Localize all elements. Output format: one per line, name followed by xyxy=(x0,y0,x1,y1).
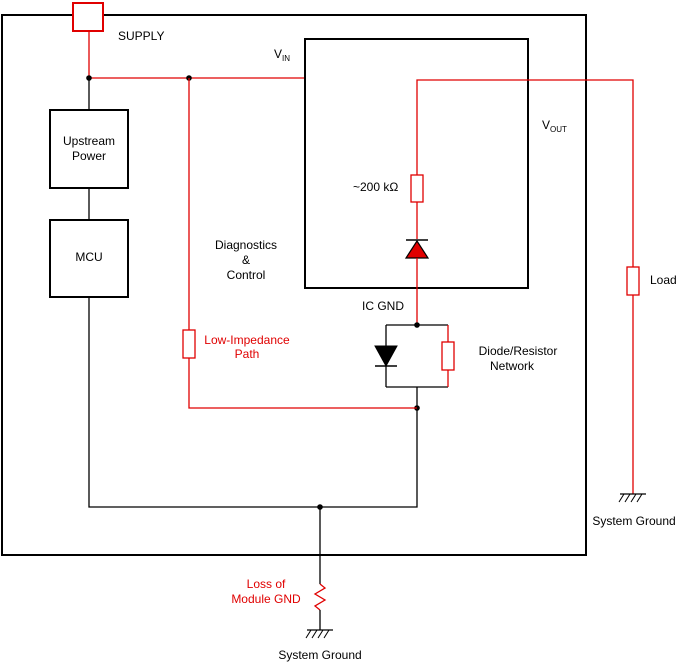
resistor-200k-label: ~200 kΩ xyxy=(353,180,398,194)
ic-gnd-label: IC GND xyxy=(362,299,404,313)
load-resistor xyxy=(626,266,640,296)
module-border xyxy=(1,14,587,556)
system-ground-right-label: System Ground xyxy=(592,514,675,528)
network-resistor xyxy=(441,341,455,371)
mcu-label: MCU xyxy=(75,250,102,264)
supply-label: SUPPLY xyxy=(118,29,164,43)
network-diode xyxy=(374,345,398,368)
vout-label: VOUT xyxy=(542,118,567,134)
low-impedance-label-2: Path xyxy=(235,347,260,361)
diagnostics-label-3: Control xyxy=(227,268,266,282)
diode-resistor-network xyxy=(385,322,449,408)
vout-wiring xyxy=(416,79,634,494)
low-impedance-label-1: Low-Impedance xyxy=(204,333,290,347)
upstream-power-label-2: Power xyxy=(72,149,106,163)
diagnostics-label-2: & xyxy=(242,253,250,267)
low-impedance-path xyxy=(188,78,417,409)
loss-of-ground-resistor xyxy=(313,583,327,611)
low-impedance-resistor xyxy=(182,329,196,359)
system-ground-right-symbol xyxy=(618,493,646,503)
loss-of-gnd-label-1: Loss of xyxy=(247,577,286,591)
resistor-200k xyxy=(410,174,424,203)
upstream-power-label-1: Upstream xyxy=(63,134,115,148)
system-ground-bottom-label: System Ground xyxy=(278,648,361,662)
network-label-1: Diode/Resistor xyxy=(479,344,558,358)
vin-label: VIN xyxy=(274,47,290,63)
diagnostics-label-1: Diagnostics xyxy=(215,238,277,252)
loss-of-gnd-label-2: Module GND xyxy=(231,592,301,606)
load-label: Load xyxy=(650,273,677,287)
mcu-block xyxy=(49,219,129,298)
upstream-power-block xyxy=(49,109,129,189)
network-label-2: Network xyxy=(490,359,535,373)
system-ground-bottom-symbol xyxy=(305,629,333,639)
supply-connector xyxy=(72,2,104,32)
